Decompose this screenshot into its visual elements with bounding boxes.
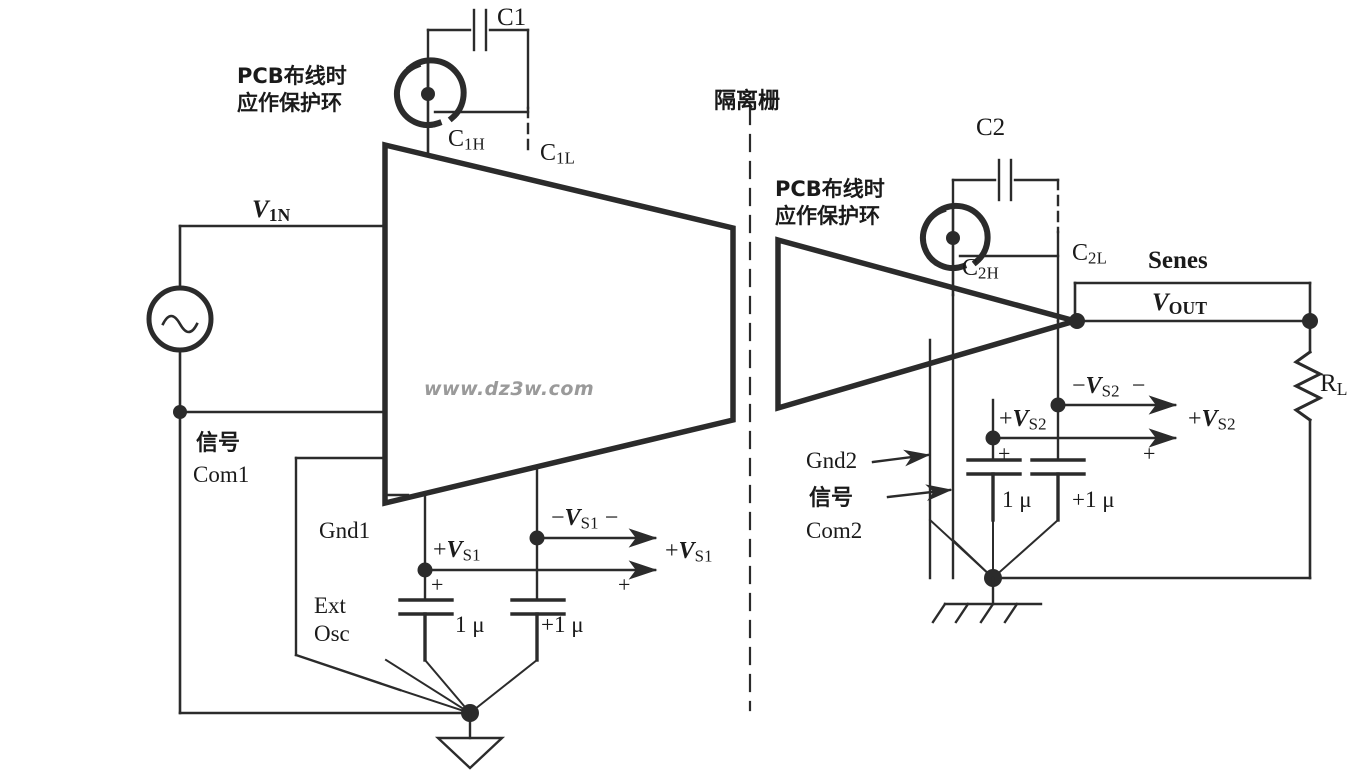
pos-vs1-outer-label: +VS1 [665, 538, 713, 566]
pcb-guard-right-line2: 应作保护环 [775, 204, 880, 228]
node-dot [173, 405, 187, 419]
c1l-label: C1L [540, 140, 576, 168]
left-star-ground [384, 658, 539, 715]
pcb-guard-right-line1: PCB布线时 [775, 177, 885, 201]
vin-label: V1N [252, 196, 291, 225]
plus-c1-left: + [431, 572, 444, 597]
sense-label: Senes [1148, 247, 1208, 274]
ext-osc-line2: Osc [314, 621, 350, 646]
pos-vs2-outer-label: +VS2 [1188, 406, 1236, 434]
gnd2-label: Gnd2 [806, 448, 858, 473]
pcb-guard-left-line2: 应作保护环 [237, 91, 342, 115]
signal-com2-line1: 信号 [809, 486, 854, 511]
left-supply-rails [383, 466, 658, 602]
node-dot [1050, 397, 1066, 413]
gnd1-extosc-box [294, 456, 402, 692]
node-dot [417, 562, 433, 578]
c1h-label: C1H [448, 126, 485, 154]
plus-c2-left: + [998, 441, 1011, 466]
guard-ring-right [920, 202, 1060, 297]
ground-earth-icon [931, 576, 1043, 624]
right-star-ground [928, 518, 1060, 580]
node-dot [529, 530, 545, 546]
gnd1-label: Gnd1 [319, 518, 371, 543]
c2-bridge [951, 158, 1060, 323]
com2-pointer [886, 484, 953, 502]
c2-label: C2 [976, 114, 1006, 141]
c1-label: C1 [497, 4, 527, 31]
right-isolation-amp-body [775, 236, 1086, 412]
node-dot [985, 430, 1001, 446]
resistor-icon [1292, 349, 1324, 423]
cap-1u-right-right-module [1030, 458, 1086, 522]
plus-c1-rail: + [618, 572, 631, 597]
pos-vs1-inner-label: +VS1 [433, 537, 481, 565]
signal-com2-line2: Com2 [806, 518, 863, 543]
rl-label: RL [1320, 370, 1348, 399]
cap1-right-value: +1 μ [541, 612, 584, 637]
signal-com1-line2: Com1 [193, 462, 250, 487]
neg-vs2-label: −VS2 − [1072, 373, 1146, 401]
ac-source-symbol [146, 285, 214, 353]
cap2-right-value: +1 μ [1072, 487, 1115, 512]
plus-c2-rail: + [1143, 441, 1156, 466]
neg-vs1-label: −VS1 − [551, 505, 619, 533]
cap-1u-left-right-module [966, 458, 1022, 522]
input-source-network [178, 224, 472, 715]
pcb-guard-left-line1: PCB布线时 [237, 64, 347, 88]
isolation-barrier-label: 隔离栅 [714, 89, 781, 114]
cap-1u-left [398, 598, 454, 662]
guard-ring-left [394, 57, 530, 154]
c2l-label: C2L [1072, 240, 1108, 268]
pos-vs2-inner-label: +VS2 [999, 406, 1047, 434]
gnd2-pointer [871, 449, 931, 467]
cap2-left-value: 1 μ [1002, 487, 1032, 512]
node-dot [1069, 313, 1085, 329]
signal-com1-line1: 信号 [196, 431, 241, 456]
ground-triangle-icon [434, 711, 506, 770]
cap1-left-value: 1 μ [455, 612, 485, 637]
watermark: www.dz3w.com [424, 378, 595, 400]
left-isolation-amp-body [382, 141, 736, 507]
vout-label: VOUT [1152, 289, 1208, 318]
c2h-label: C2H [962, 255, 999, 283]
cap-1u-right [510, 598, 566, 662]
node-dot [1302, 313, 1318, 329]
right-supply-rails [928, 293, 1178, 580]
ext-osc-line1: Ext [314, 593, 346, 618]
